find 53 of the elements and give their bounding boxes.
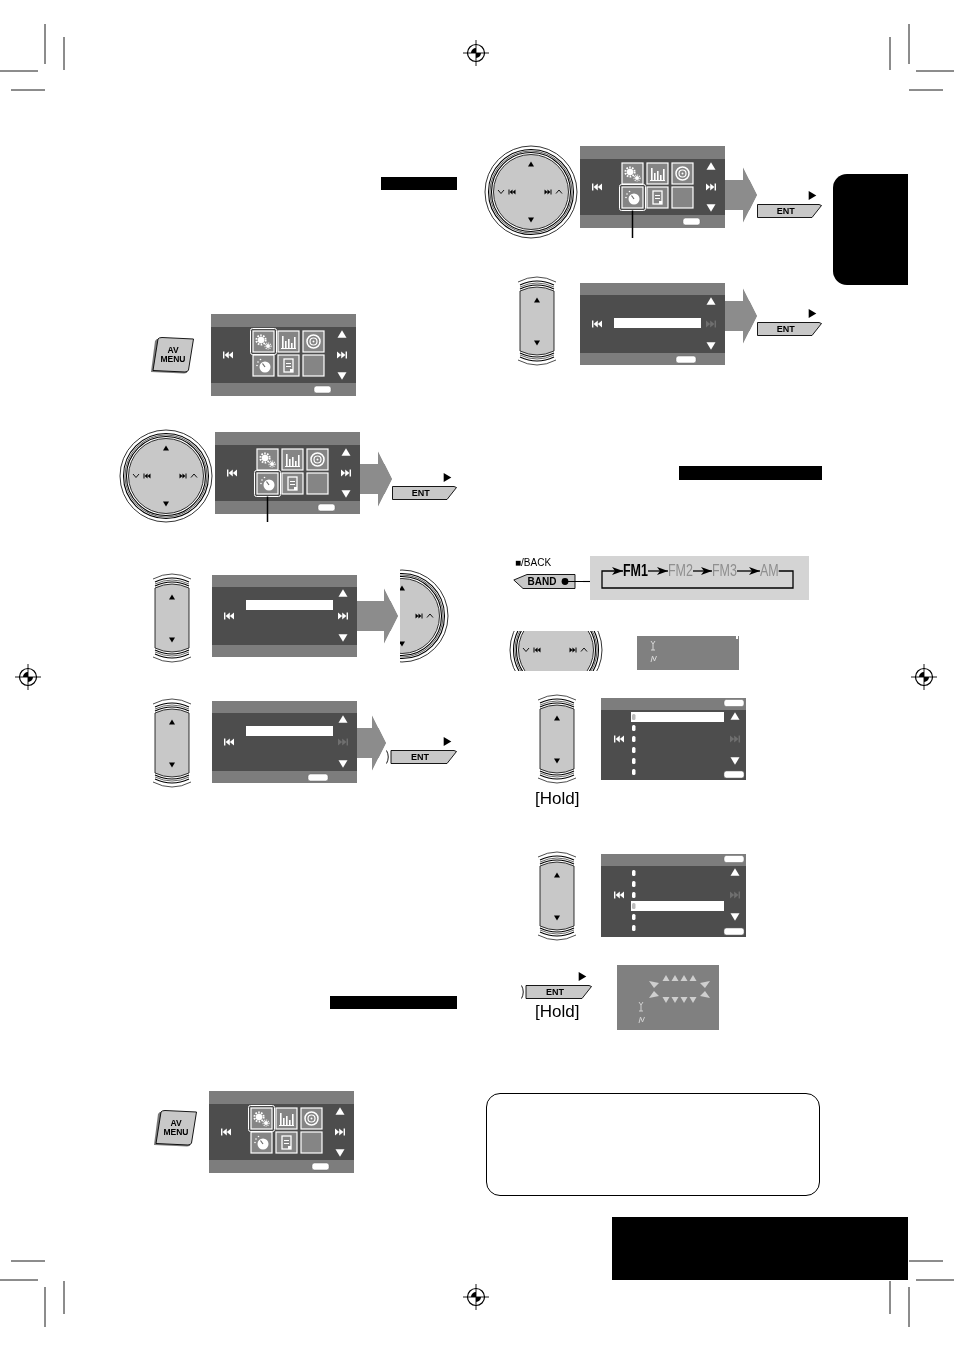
- av-menu-button: AV MENU: [150, 337, 194, 375]
- heading-bar: [330, 996, 457, 1009]
- band-label: FM1: [623, 562, 648, 580]
- side-tab: [833, 174, 908, 285]
- block-arrow: [360, 451, 392, 507]
- rocker-key: [537, 693, 577, 785]
- display-screen: [212, 575, 357, 657]
- block-arrow: [725, 288, 757, 344]
- page-number-block: [612, 1217, 908, 1280]
- note-panel: [486, 1093, 820, 1196]
- timer-icon: [619, 184, 646, 211]
- band-label: FM3: [712, 562, 737, 580]
- leader-line: [266, 495, 269, 523]
- av-menu-button: AV MENU: [153, 1110, 197, 1148]
- band-label: FM2: [668, 562, 693, 580]
- rocker-key: [152, 572, 192, 664]
- hold-note: [Hold]: [535, 789, 580, 809]
- connector-line: [582, 580, 591, 583]
- hold-note: [Hold]: [535, 1002, 580, 1022]
- display-screen: [617, 965, 719, 1030]
- rocker-key: [152, 697, 192, 789]
- block-arrow: [357, 715, 386, 771]
- rocker-key: [537, 850, 577, 942]
- gear-icon: [250, 328, 277, 355]
- block-arrow: [357, 588, 398, 644]
- timer-icon: [254, 470, 281, 497]
- control-dial: [119, 429, 213, 523]
- key-label: ■/BACK: [515, 557, 552, 569]
- flow-arrow: [601, 567, 794, 589]
- display-screen: [580, 283, 725, 365]
- leader-line: [631, 209, 634, 239]
- rocker-key: [517, 275, 557, 367]
- flow-arrow: [736, 567, 761, 575]
- band-panel: [590, 556, 809, 600]
- heading-bar: [381, 177, 457, 190]
- flow-arrow: [647, 567, 669, 575]
- display-screen: [212, 701, 357, 783]
- menu-screen: [209, 1091, 354, 1173]
- enter-button: ENT: [757, 322, 822, 336]
- heading-bar: [679, 466, 822, 480]
- flow-arrow: [692, 567, 713, 575]
- menu-screen: [211, 314, 356, 396]
- display-screen: [637, 636, 739, 670]
- menu-screen: [215, 432, 360, 514]
- gear-icon: [248, 1105, 275, 1132]
- block-arrow: [725, 167, 757, 223]
- enter-button: ENT: [757, 204, 822, 218]
- enter-button: ENT: [392, 486, 457, 500]
- menu-screen: [580, 146, 725, 228]
- list-screen: [601, 698, 746, 780]
- control-dial: [484, 145, 578, 239]
- list-screen: [601, 854, 746, 937]
- band-label: AM: [760, 562, 779, 580]
